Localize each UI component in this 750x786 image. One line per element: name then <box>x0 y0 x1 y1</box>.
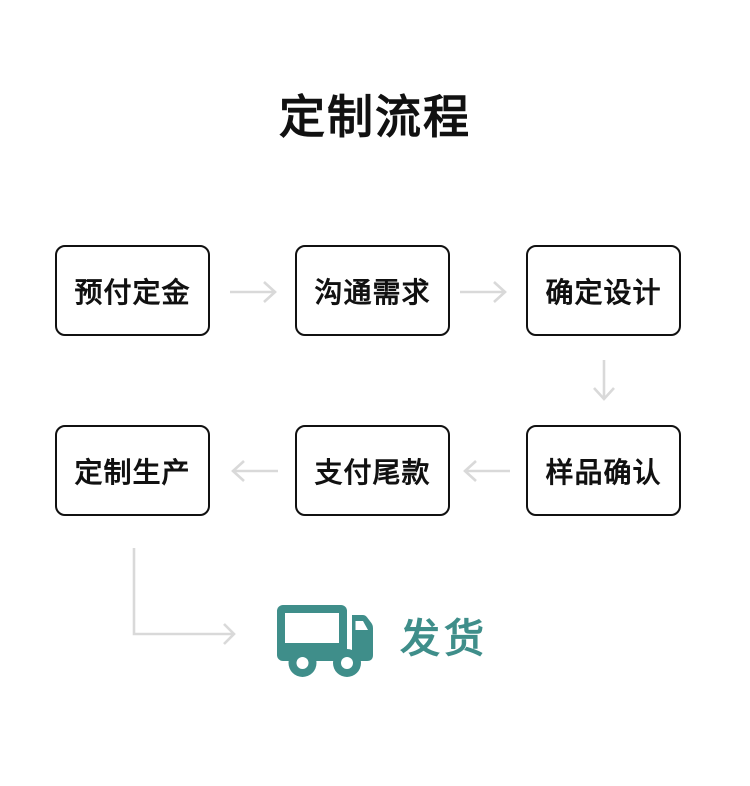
flow-step-custom-production: 定制生产 <box>55 425 210 516</box>
flow-step-label: 确定设计 <box>545 276 662 308</box>
page-title: 定制流程 <box>279 91 471 143</box>
shipping-label: 发货 <box>400 617 488 661</box>
arrow-left-icon <box>231 460 278 482</box>
arrow-left-icon <box>463 460 510 482</box>
flow-step-label: 支付尾款 <box>314 456 431 488</box>
flow-step-label: 定制生产 <box>74 456 191 488</box>
flow-step-label: 沟通需求 <box>314 276 431 308</box>
arrow-right-icon <box>230 281 277 303</box>
flow-step-label: 样品确认 <box>545 456 662 488</box>
flow-step-pay-balance: 支付尾款 <box>295 425 450 516</box>
arrow-elbow-down-right-icon <box>132 548 236 645</box>
truck-icon <box>277 605 373 677</box>
flow-step-prepay-deposit: 预付定金 <box>55 245 210 336</box>
arrow-right-icon <box>460 281 507 303</box>
flow-step-sample-confirmation: 样品确认 <box>526 425 681 516</box>
flow-step-communicate-needs: 沟通需求 <box>295 245 450 336</box>
arrow-down-icon <box>593 360 615 401</box>
flow-step-confirm-design: 确定设计 <box>526 245 681 336</box>
flow-step-label: 预付定金 <box>74 276 191 308</box>
